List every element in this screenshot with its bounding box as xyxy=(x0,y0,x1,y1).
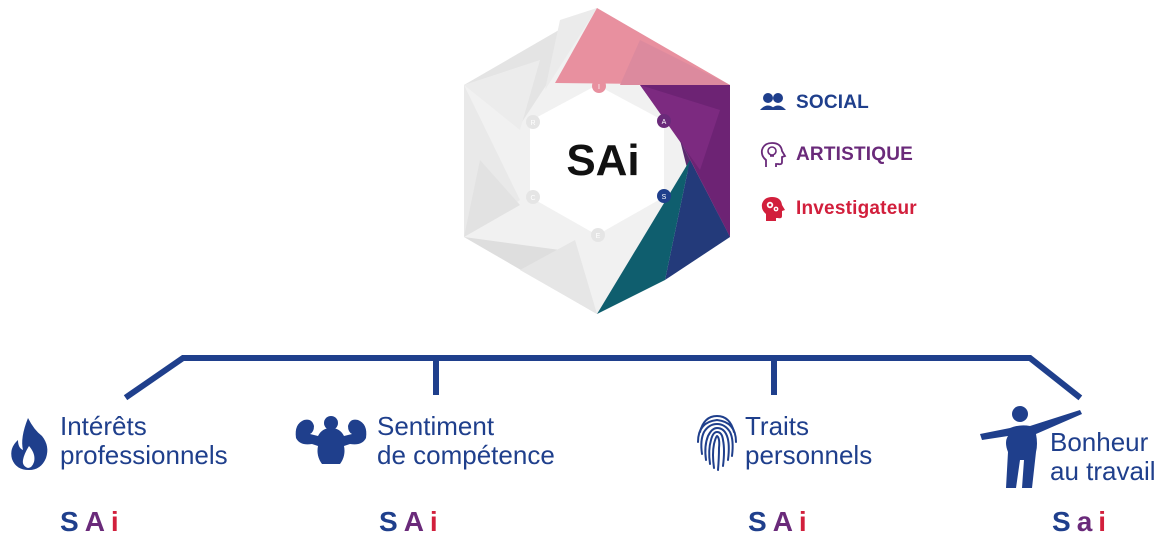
flexing-muscles-icon xyxy=(295,416,367,464)
node-label-i: I xyxy=(598,84,600,91)
branch-label-interets: Intérêts professionnels xyxy=(60,412,228,470)
users-icon xyxy=(760,93,786,110)
node-r: R xyxy=(526,115,540,129)
branch-label-traits: Traits personnels xyxy=(745,412,872,470)
branch-label-bonheur: Bonheur au travail xyxy=(1050,428,1156,486)
legend-label-artistique: ARTISTIQUE xyxy=(796,144,914,165)
legend-item-artistique: ARTISTIQUE xyxy=(758,140,913,170)
node-a: A xyxy=(657,114,671,128)
node-i: I xyxy=(592,79,606,93)
sai-code-traits: SAi xyxy=(748,506,813,538)
sai-letter-i: i xyxy=(429,506,444,537)
legend-item-investigateur: Investigateur xyxy=(758,194,917,224)
riasec-hexagon xyxy=(464,8,730,314)
celebrating-person-icon xyxy=(980,406,1082,488)
sai-letter-i: i xyxy=(798,506,813,537)
sai-letter-s: S xyxy=(748,506,773,537)
branch-label-line: Sentiment xyxy=(377,411,495,441)
branch-label-line: Intérêts xyxy=(60,411,147,441)
legend-label-investigateur: Investigateur xyxy=(796,198,917,219)
node-label-r: R xyxy=(530,120,535,127)
branch-label-line: Traits xyxy=(745,411,810,441)
sai-letter-s: S xyxy=(60,506,85,537)
sai-letter-a: A xyxy=(84,506,111,537)
flame-icon xyxy=(11,418,48,470)
node-e: E xyxy=(591,228,605,242)
sai-letter-a: a xyxy=(1076,506,1099,537)
sai-letter-s: S xyxy=(379,506,404,537)
sai-letter-i: i xyxy=(110,506,125,537)
node-label-a: A xyxy=(662,119,667,126)
legend-item-social: SOCIAL xyxy=(758,88,869,118)
lightbulb-head-icon xyxy=(760,142,787,167)
branch-label-line: Bonheur xyxy=(1050,427,1149,457)
node-label-s: S xyxy=(662,194,667,201)
sai-code-bonheur: Sai xyxy=(1052,506,1112,538)
sai-code-sentiment: SAi xyxy=(379,506,444,538)
sai-letter-a: A xyxy=(403,506,430,537)
legend-label-social: SOCIAL xyxy=(796,92,869,113)
branch-label-line: personnels xyxy=(745,440,873,470)
node-c: C xyxy=(526,190,540,204)
sai-letter-a: A xyxy=(772,506,799,537)
branch-label-line: professionnels xyxy=(60,440,228,470)
node-s: S xyxy=(657,189,671,203)
branch-label-line: au travail xyxy=(1050,456,1156,486)
hexagon-nodes: I A S E C R xyxy=(526,79,671,242)
sai-letter-s: S xyxy=(1052,506,1077,537)
node-label-e: E xyxy=(596,233,601,240)
branch-label-sentiment: Sentiment de compétence xyxy=(377,412,555,470)
branch-label-line: de compétence xyxy=(377,440,555,470)
fingerprint-icon xyxy=(697,414,737,471)
node-label-c: C xyxy=(530,195,535,202)
gears-head-icon xyxy=(761,197,785,221)
sai-code-interets: SAi xyxy=(60,506,125,538)
tree-connector xyxy=(123,355,1083,401)
sai-letter-i: i xyxy=(1098,506,1113,537)
hexagon-center-label: SAi xyxy=(566,136,639,185)
